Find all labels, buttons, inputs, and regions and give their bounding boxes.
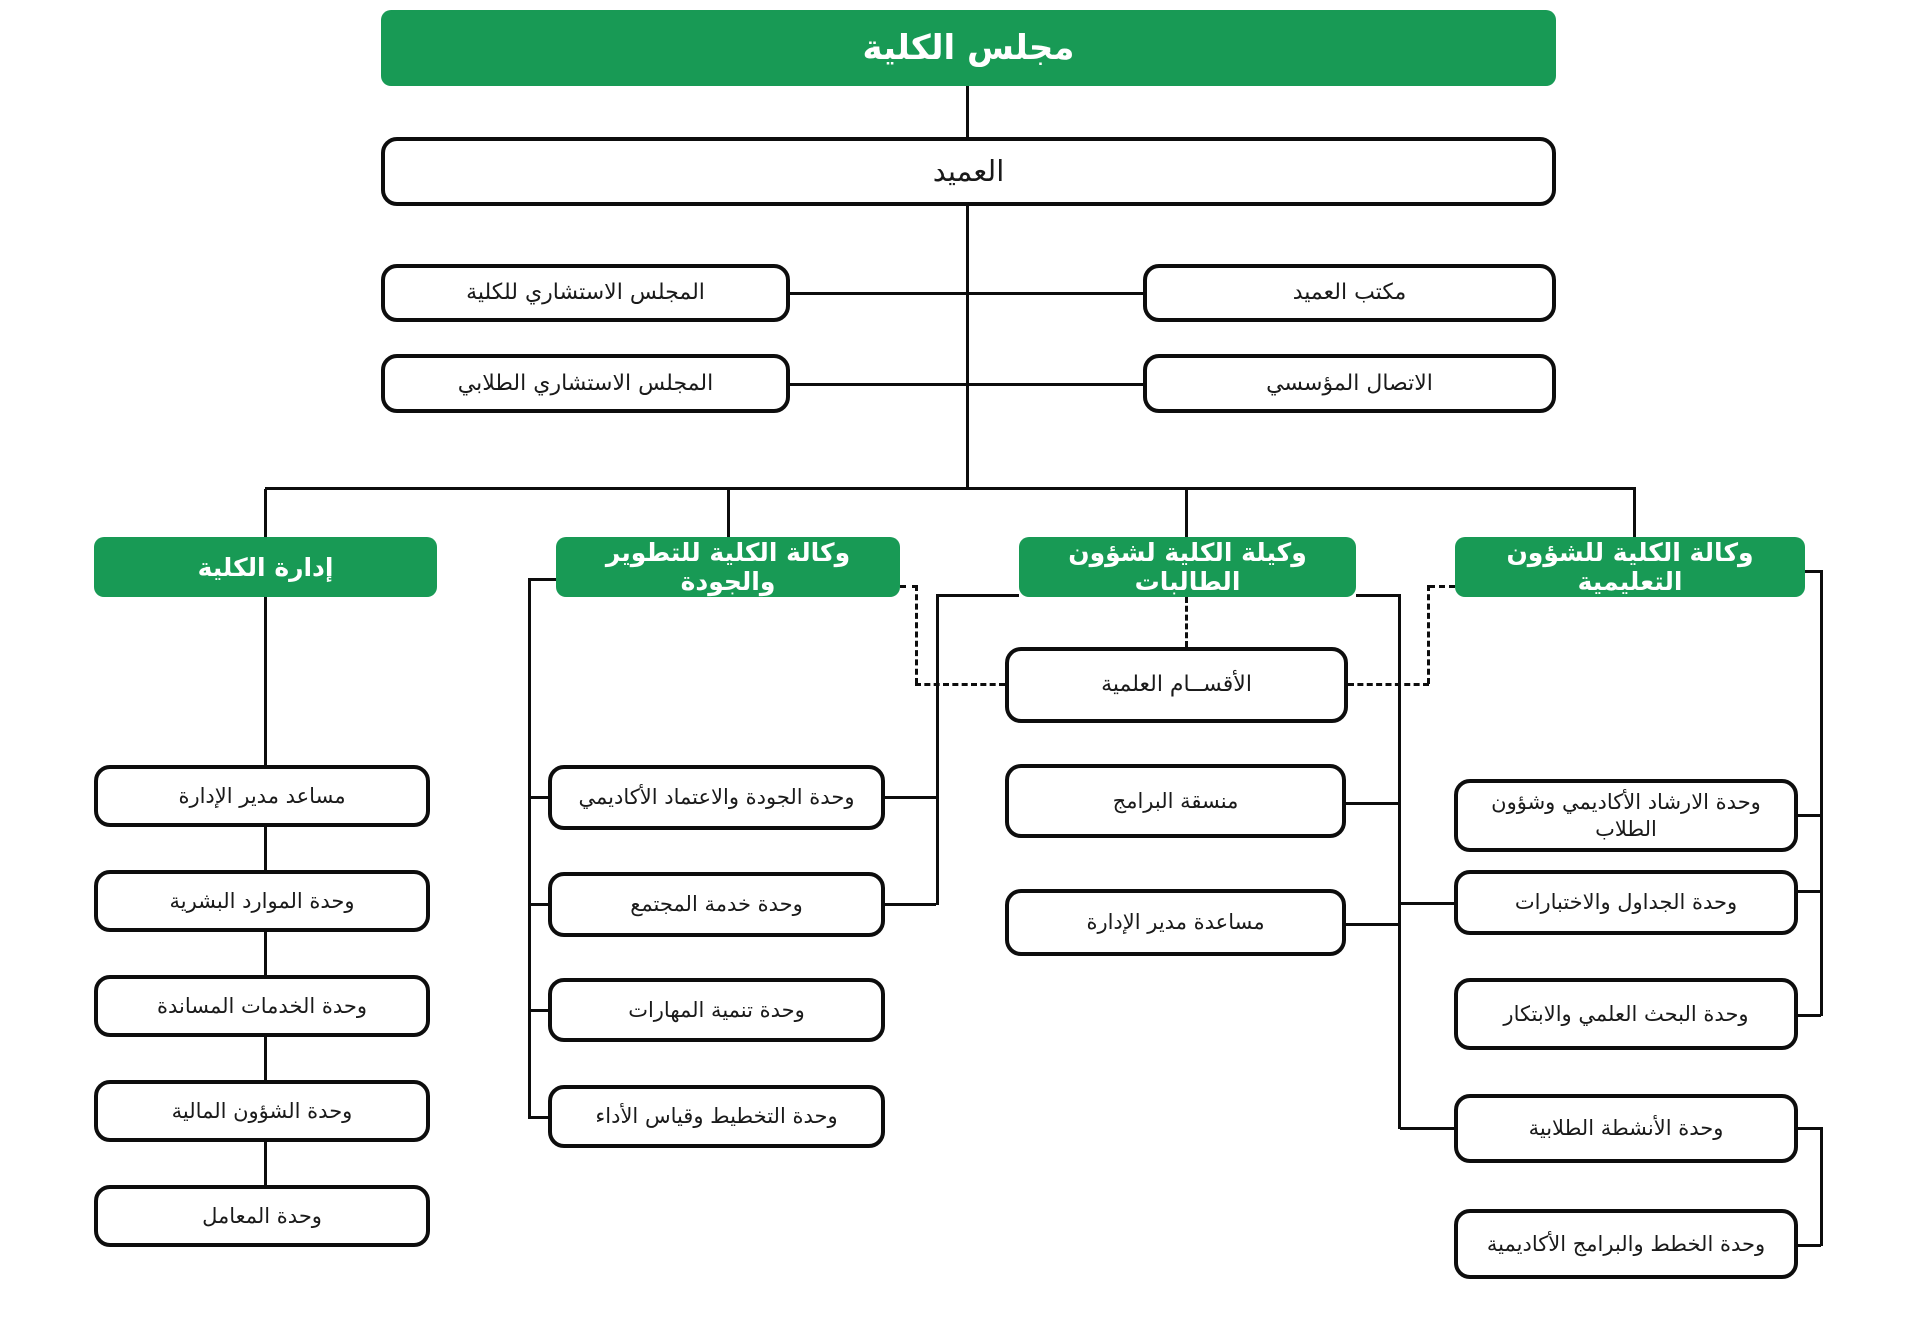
connector-branch2-elbow: [528, 578, 556, 581]
connector-stub: [1346, 923, 1398, 926]
connector-branch4-lower-spine: [1820, 1127, 1823, 1246]
node-plans-programs-unit: وحدة الخطط والبرامج الأكاديمية: [1454, 1209, 1798, 1279]
connector-stub: [1798, 1244, 1821, 1247]
connector-dean-trunk: [966, 206, 969, 489]
connector-branch4-elbow: [1805, 570, 1823, 573]
connector-dashed: [1348, 683, 1429, 686]
node-assistant-admin-manager: مساعد مدير الإدارة: [94, 765, 430, 827]
connector-drop-branch2: [727, 489, 730, 538]
connector-stub: [528, 1009, 550, 1012]
connector-branch3-right-spine: [1398, 594, 1401, 1129]
connector-stub: [1346, 802, 1398, 805]
connector-dashed-departments-drop: [1185, 597, 1188, 647]
connector-stub: [1400, 1127, 1454, 1130]
connector-branch-bus: [265, 487, 1636, 490]
node-institutional-communication: الاتصال المؤسسي: [1143, 354, 1556, 413]
connector-branch3-left-elbow: [938, 594, 1019, 597]
connector-stub: [528, 796, 550, 799]
branch-educational-affairs: وكالة الكلية للشؤون التعليمية: [1455, 537, 1805, 597]
node-student-activities-unit: وحدة الأنشطة الطلابية: [1454, 1094, 1798, 1163]
node-scientific-departments: الأقســام العلمية: [1005, 647, 1348, 723]
node-hr-unit: وحدة الموارد البشرية: [94, 870, 430, 932]
connector-stub: [1798, 1014, 1821, 1017]
connector-drop-branch3: [1185, 489, 1188, 538]
node-college-advisory-council: المجلس الاستشاري للكلية: [381, 264, 790, 322]
node-college-council: مجلس الكلية: [381, 10, 1556, 86]
node-planning-performance-unit: وحدة التخطيط وقياس الأداء: [548, 1085, 885, 1148]
connector-drop-branch4: [1633, 489, 1636, 538]
connector-dashed: [1427, 585, 1430, 684]
connector-stub: [528, 1116, 550, 1119]
connector-drop-branch1: [264, 489, 267, 538]
connector-dashed: [915, 683, 1005, 686]
branch-college-administration: إدارة الكلية: [94, 537, 437, 597]
node-laboratories-unit: وحدة المعامل: [94, 1185, 430, 1247]
node-quality-accreditation-unit: وحدة الجودة والاعتماد الأكاديمي: [548, 765, 885, 830]
connector-row-advisory2: [790, 383, 1143, 386]
node-research-innovation-unit: وحدة البحث العلمي والابتكار: [1454, 978, 1798, 1050]
node-support-services-unit: وحدة الخدمات المساندة: [94, 975, 430, 1037]
node-community-service-unit: وحدة خدمة المجتمع: [548, 872, 885, 937]
connector-branch2-spine: [528, 578, 531, 1118]
node-dean: العميد: [381, 137, 1556, 206]
node-skills-development-unit: وحدة تنمية المهارات: [548, 978, 885, 1042]
connector-stub: [1798, 1127, 1821, 1130]
connector-stub: [1798, 890, 1821, 893]
connector-council-dean: [966, 86, 969, 138]
connector-stub: [885, 796, 936, 799]
connector-stub: [1400, 902, 1454, 905]
branch-development-quality: وكالة الكلية للتطوير والجودة: [556, 537, 900, 597]
connector-row-advisory: [790, 292, 1143, 295]
connector-branch4-spine: [1820, 570, 1823, 1016]
node-schedules-exams-unit: وحدة الجداول والاختبارات: [1454, 870, 1798, 935]
node-programs-coordinator: منسقة البرامج: [1005, 764, 1346, 838]
node-academic-advising-unit: وحدة الارشاد الأكاديمي وشؤون الطلاب: [1454, 779, 1798, 852]
connector-stub: [1798, 814, 1821, 817]
node-admin-manager-assistant: مساعدة مدير الإدارة: [1005, 889, 1346, 956]
connector-stub: [885, 903, 936, 906]
connector-branch3-right-elbow: [1356, 594, 1400, 597]
connector-stub: [528, 903, 550, 906]
branch-female-students-affairs: وكيلة الكلية لشؤون الطالبات: [1019, 537, 1356, 597]
node-financial-affairs-unit: وحدة الشؤون المالية: [94, 1080, 430, 1142]
connector-dashed: [900, 585, 918, 588]
connector-branch3-left-spine: [936, 594, 939, 905]
connector-dashed: [1429, 585, 1455, 588]
node-student-advisory-council: المجلس الاستشاري الطلابي: [381, 354, 790, 413]
node-dean-office: مكتب العميد: [1143, 264, 1556, 322]
connector-dashed: [915, 585, 918, 684]
